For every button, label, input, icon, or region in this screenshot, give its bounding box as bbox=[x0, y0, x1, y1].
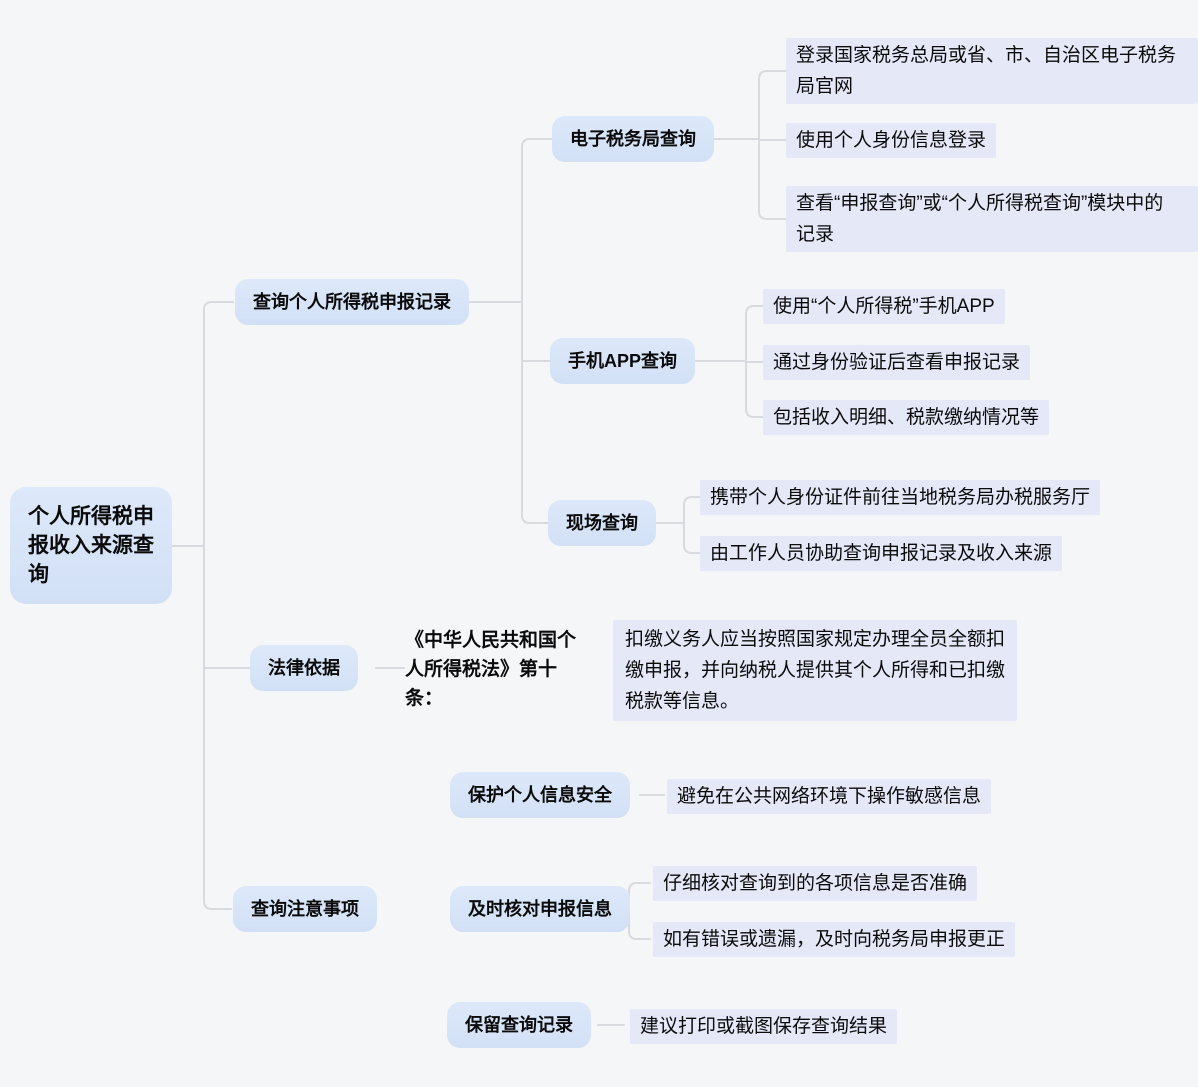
leaf-onsite-bring-id: 携带个人身份证件前往当地税务局办税服务厅 bbox=[700, 480, 1101, 515]
node-etax-query: 电子税务局查询 bbox=[552, 116, 714, 162]
leaf-app-income-details: 包括收入明细、税款缴纳情况等 bbox=[763, 400, 1050, 435]
node-onsite-query: 现场查询 bbox=[548, 500, 656, 546]
node-protect-info: 保护个人信息安全 bbox=[450, 772, 630, 818]
node-verify-info: 及时核对申报信息 bbox=[450, 886, 630, 932]
leaf-etax-login-website: 登录国家税务总局或省、市、自治区电子税务 局官网 bbox=[786, 38, 1198, 104]
branch-legal-basis: 法律依据 bbox=[250, 645, 358, 691]
node-root: 个人所得税申 报收入来源查 询 bbox=[10, 487, 172, 604]
leaf-app-use-app: 使用“个人所得税”手机APP bbox=[763, 289, 1005, 324]
branch-query-notes: 查询注意事项 bbox=[233, 886, 377, 932]
node-keep-records: 保留查询记录 bbox=[447, 1002, 591, 1048]
leaf-etax-identity-login: 使用个人身份信息登录 bbox=[786, 123, 997, 158]
leaf-correct-errors: 如有错误或遗漏，及时向税务局申报更正 bbox=[653, 922, 1016, 957]
node-app-query: 手机APP查询 bbox=[550, 338, 696, 384]
leaf-avoid-public-network: 避免在公共网络环境下操作敏感信息 bbox=[667, 779, 992, 814]
leaf-print-screenshot: 建议打印或截图保存查询结果 bbox=[630, 1009, 898, 1044]
leaf-app-verify-view: 通过身份验证后查看申报记录 bbox=[763, 345, 1031, 380]
node-law-article: 《中华人民共和国个 人所得税法》第十 条： bbox=[405, 630, 577, 709]
leaf-verify-accuracy: 仔细核对查询到的各项信息是否准确 bbox=[653, 866, 978, 901]
branch-query-records: 查询个人所得税申报记录 bbox=[235, 279, 469, 325]
leaf-onsite-staff-assist: 由工作人员协助查询申报记录及收入来源 bbox=[700, 536, 1063, 571]
leaf-law-text: 扣缴义务人应当按照国家规定办理全员全额扣 缴申报，并向纳税人提供其个人所得和已扣… bbox=[613, 620, 1018, 721]
leaf-etax-view-records: 查看“申报查询”或“个人所得税查询”模块中的 记录 bbox=[786, 186, 1198, 252]
